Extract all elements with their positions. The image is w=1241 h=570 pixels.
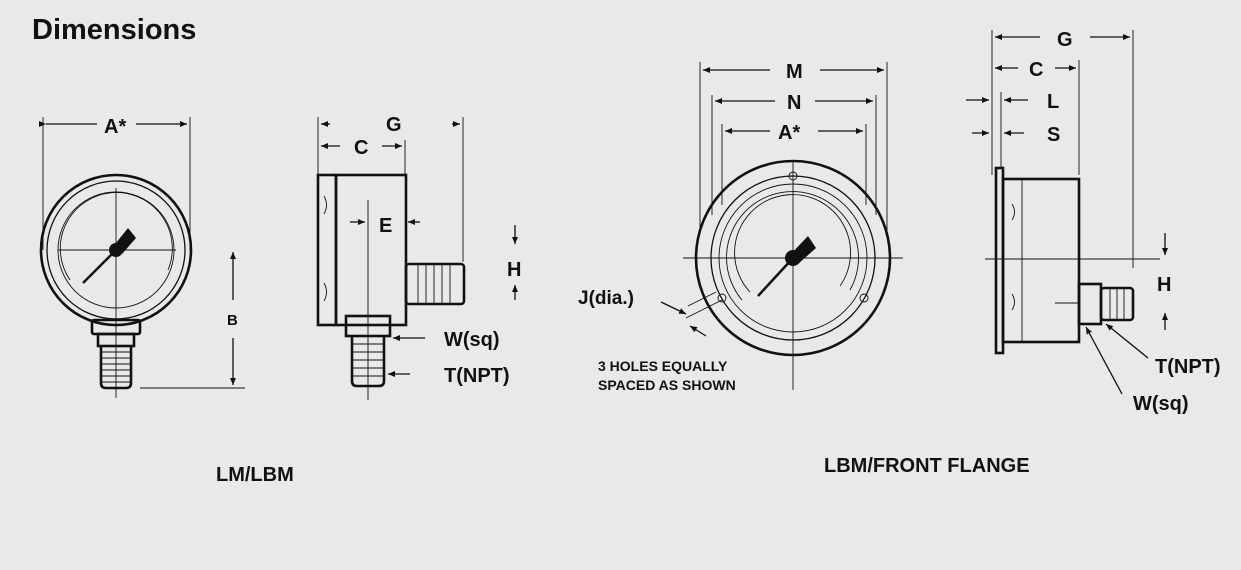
dim-b-label: B [227, 312, 238, 329]
caption-front-flange: LBM/FRONT FLANGE [824, 455, 1030, 477]
lm-front-view: A* B [39, 116, 245, 398]
dim-c2-label: C [1029, 59, 1043, 81]
dim-n-label: N [787, 92, 801, 114]
dim-w-label: W(sq) [444, 329, 500, 351]
dim-a2-label: A* [778, 122, 800, 144]
holes-note-line1: 3 HOLES EQUALLY [598, 358, 728, 374]
dim-g-label: G [386, 114, 402, 136]
dim-h2-label: H [1157, 274, 1171, 296]
dim-s-label: S [1047, 124, 1060, 146]
dim-g2-label: G [1057, 29, 1073, 51]
page-title: Dimensions [32, 14, 197, 46]
flange-front-view: M N A* [578, 61, 903, 393]
dim-h-label: H [507, 259, 521, 281]
dim-t-label: T(NPT) [444, 365, 510, 387]
flange-side-view: G C L S [966, 29, 1221, 415]
holes-note-line2: SPACED AS SHOWN [598, 377, 736, 393]
dim-e-label: E [379, 215, 392, 237]
lm-side-view: G C E H [316, 114, 521, 400]
dim-c-label: C [354, 137, 368, 159]
dim-w2-label: W(sq) [1133, 393, 1189, 415]
dim-t2-label: T(NPT) [1155, 356, 1221, 378]
dim-j-label: J(dia.) [578, 288, 634, 309]
dim-m-label: M [786, 61, 803, 83]
dim-a-label: A* [104, 116, 126, 138]
dim-l-label: L [1047, 91, 1059, 113]
caption-lm-lbm: LM/LBM [216, 464, 294, 486]
